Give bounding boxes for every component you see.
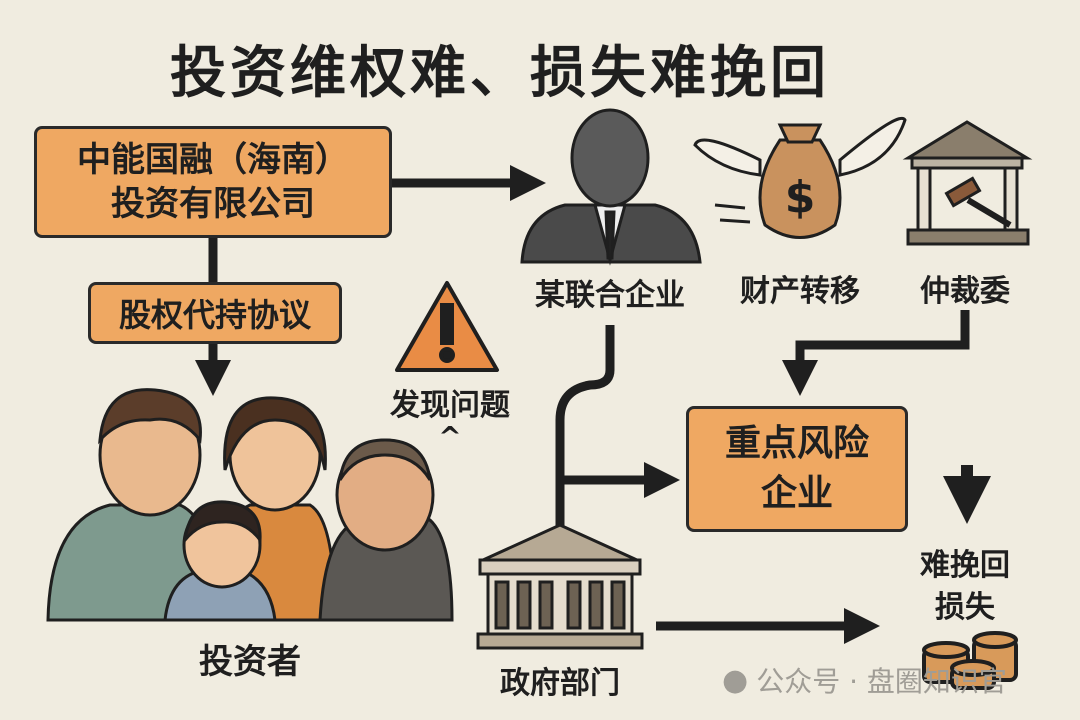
warning-icon xyxy=(395,281,499,372)
agreement-box: 股权代持协议 xyxy=(88,282,342,344)
agreement-label: 股权代持协议 xyxy=(118,296,311,334)
key-risk-line1: 重点风险 xyxy=(724,423,869,464)
company-name-line1: 中能国融（海南） xyxy=(77,140,349,180)
caret-mark: ^ xyxy=(438,420,462,453)
problem-found-label: 发现问题 xyxy=(390,388,510,423)
government-label: 政府部门 xyxy=(500,666,620,701)
company-box: 中能国融（海南） 投资有限公司 xyxy=(34,126,392,238)
wechat-icon: ● xyxy=(722,662,749,698)
courthouse-icon xyxy=(902,120,1033,246)
government-building-icon xyxy=(476,523,644,650)
businessman-icon xyxy=(520,108,702,266)
company-name-line2: 投资有限公司 xyxy=(111,184,315,224)
watermark: ● 公众号 · 盘圈知识官 xyxy=(722,660,1007,700)
arbitration-label: 仲裁委 xyxy=(920,274,1010,309)
arrow-arbitration-to-risk xyxy=(782,310,970,396)
allied-enterprise-label: 某联合企业 xyxy=(535,278,685,313)
arrow-enterprise-to-risk xyxy=(555,325,680,590)
loss-label: 难挽回 损失 xyxy=(890,545,1040,629)
loss-line2: 损失 xyxy=(935,590,995,625)
watermark-text: 公众号 · 盘圈知识官 xyxy=(756,665,1007,698)
coins-icon xyxy=(922,631,1018,690)
svg-text:$: $ xyxy=(785,172,816,223)
key-risk-line2: 企业 xyxy=(760,473,833,514)
key-risk-box: 重点风险 企业 xyxy=(686,406,908,532)
page-title: 投资维权难、损失难挽回 xyxy=(170,41,830,106)
asset-transfer-label: 财产转移 xyxy=(740,274,860,309)
investors-illustration xyxy=(46,388,454,622)
money-bag-icon: $ xyxy=(693,116,907,239)
investors-label: 投资者 xyxy=(199,642,301,682)
loss-line1: 难挽回 xyxy=(920,548,1010,583)
